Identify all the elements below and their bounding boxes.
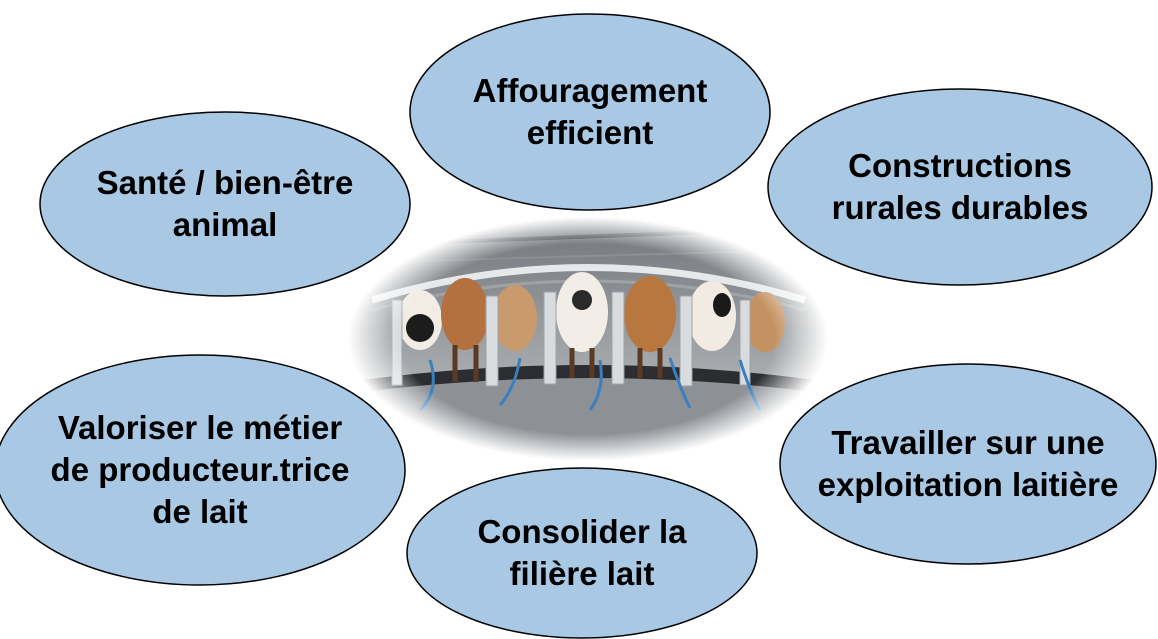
- topic-affouragement-label-line: Affouragement: [473, 72, 708, 109]
- topic-valoriser-label-line: de lait: [152, 493, 247, 530]
- topic-consolider-label-line: Consolider la: [477, 513, 687, 550]
- topic-affouragement-ellipse: [409, 13, 771, 211]
- topic-travailler-ellipse: [779, 363, 1157, 565]
- topic-valoriser-label-line: de producteur.trice: [51, 451, 350, 488]
- topic-affouragement-label-line: efficient: [527, 114, 654, 151]
- topic-valoriser-bubble: Valoriser le métier de producteur.trice de…: [0, 354, 406, 586]
- topic-valoriser-label-line: Valoriser le métier: [58, 409, 342, 446]
- topic-constructions-ellipse: [767, 88, 1153, 286]
- topic-travailler-label-line: exploitation laitière: [818, 466, 1119, 503]
- milking-parlour-photo: [340, 210, 840, 470]
- topic-travailler-bubble: Travailler sur une exploitation laitière: [779, 363, 1157, 565]
- topic-sante-ellipse: [39, 111, 411, 297]
- topic-travailler-label-line: Travailler sur une: [831, 424, 1104, 461]
- topic-consolider-label-line: filière lait: [510, 555, 655, 592]
- topic-consolider-ellipse: [406, 467, 758, 639]
- topic-sante-bubble: Santé / bien-être animal: [39, 111, 411, 297]
- topic-constructions-bubble: Constructions rurales durables: [767, 88, 1153, 286]
- topic-sante-label-line: Santé / bien-être: [97, 164, 354, 201]
- topic-consolider-bubble: Consolider la filière lait: [406, 467, 758, 639]
- topic-constructions-label-line: Constructions: [848, 147, 1072, 184]
- topic-sante-label-line: animal: [173, 206, 278, 243]
- topic-constructions-label-line: rurales durables: [832, 189, 1089, 226]
- topic-affouragement-bubble: Affouragement efficient: [409, 13, 771, 211]
- topic-valoriser-ellipse: [0, 354, 406, 586]
